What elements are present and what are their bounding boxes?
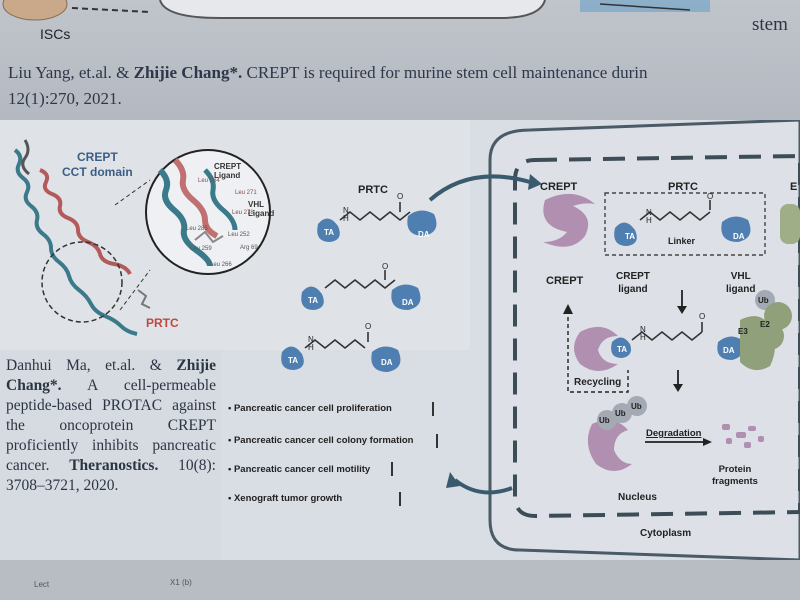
e2-label: E2: [760, 320, 770, 329]
ub-label-complex: Ub: [758, 296, 769, 305]
n-1: N: [343, 206, 349, 215]
previous-slide-band: [0, 0, 800, 120]
prtc-red-label: PRTC: [146, 316, 179, 330]
cite2-ref: 10(8): 3708–3721, 2020.: [6, 457, 216, 494]
degradation-label: Degradation: [646, 428, 702, 439]
figure-artwork: [13, 120, 800, 560]
cell-crept-top: CREPT: [540, 181, 578, 193]
prtc-title: PRTC: [358, 184, 388, 196]
residue-4: Leu 285: [186, 226, 208, 232]
prtc-molecule-3: [281, 332, 401, 372]
cell-o-top: O: [707, 192, 714, 201]
previous-figure-fragment: ISCs stem: [0, 0, 800, 50]
ub-label-3: Ub: [631, 402, 642, 411]
residue-6: Leu 259: [190, 246, 212, 252]
effect-item-text: Pancreatic cancer cell colony formation: [233, 435, 414, 446]
inset-vhl-ligand: VHL Ligand: [248, 200, 275, 218]
vhl-ligand-label: VHL ligand: [726, 271, 756, 295]
cell-crept-label: CREPT: [546, 275, 584, 287]
residue-7: Leu 266: [210, 262, 232, 268]
cct-helix: [13, 139, 151, 336]
previous-figure-art: [2, 0, 710, 21]
cell-n-top: N: [646, 208, 652, 217]
bottom-band: Lect X1 (b): [0, 560, 800, 600]
cell-h-mid: H: [640, 333, 646, 342]
isc-label: ISCs: [40, 26, 71, 42]
n-3: N: [308, 335, 314, 344]
cite2-journal: Theranostics.: [69, 457, 159, 474]
o-2: O: [382, 262, 389, 271]
cell-diagram: [428, 120, 800, 560]
cite2-title: A cell-permeable peptide-based PROTAC ag…: [6, 377, 216, 474]
prtc-molecule-2: [301, 270, 421, 310]
cite1-ref: 12(1):270, 2021.: [8, 89, 122, 108]
cell-prtc-label: PRTC: [668, 181, 698, 193]
inset-crept-ligand: CREPT Ligand: [214, 162, 242, 180]
nucleus-label: Nucleus: [618, 492, 657, 503]
recycling-label: Recycling: [574, 377, 622, 388]
cytoplasm-label: Cytoplasm: [640, 528, 692, 539]
e3-label: E3: [738, 327, 748, 336]
o-3: O: [365, 322, 372, 331]
effect-bars: [391, 402, 438, 506]
cell-da-top: DA: [733, 232, 745, 241]
effect-item: • Pancreatic cancer cell proliferation: [228, 403, 392, 414]
citation-top: Liu Yang, et.al. & Zhijie Chang*. CREPT …: [8, 60, 647, 112]
residue-5: Leu 252: [228, 232, 250, 238]
effect-item-text: Pancreatic cancer cell proliferation: [233, 403, 392, 414]
binding-inset: [145, 149, 271, 275]
ta-2: TA: [308, 296, 319, 305]
cite1-title: CREPT is required for murine stem cell m…: [242, 63, 648, 82]
effect-item-text: Xenograft tumor growth: [233, 493, 343, 504]
linker-label: Linker: [668, 236, 696, 246]
da-3: DA: [381, 358, 393, 367]
o-1: O: [397, 192, 404, 201]
prtc-molecule-1: [317, 202, 437, 242]
cite2-prefix: Danhui Ma, et.al. &: [6, 357, 177, 374]
da-2: DA: [402, 298, 414, 307]
ub-label-2: Ub: [615, 409, 626, 418]
cell-n-mid: N: [640, 325, 646, 334]
crept-ligand-label: CREPT ligand: [616, 271, 650, 295]
h-3: H: [308, 343, 314, 352]
cell-da-mid: DA: [723, 346, 735, 355]
cell-o-mid: O: [699, 312, 706, 321]
cell-h-top: H: [646, 216, 652, 225]
effect-item: • Pancreatic cancer cell motility: [228, 464, 371, 475]
cut-off-word: stem: [752, 14, 788, 35]
residue-1: Leu 264: [198, 178, 220, 184]
cite1-prefix: Liu Yang, et.al. &: [8, 63, 134, 82]
cite2-author: Zhijie Chang*.: [6, 357, 216, 394]
ub-label-1: Ub: [599, 416, 610, 425]
residue-8: Arg 69: [240, 245, 258, 251]
residue-3: Leu 278: [232, 210, 254, 216]
h-1: H: [343, 214, 349, 223]
citation-bottom: Danhui Ma, et.al. & Zhijie Chang*. A cel…: [6, 356, 216, 496]
citation-panel: [0, 350, 222, 560]
cell-e3-cut: E: [790, 181, 798, 193]
effect-item: • Xenograft tumor growth: [228, 493, 343, 504]
cite1-author: Zhijie Chang*.: [133, 63, 243, 82]
footer-mid: X1 (b): [170, 578, 192, 587]
footer-left: Lect: [34, 580, 50, 589]
prtc-molecule-small: [137, 289, 151, 309]
cell-ta-top: TA: [625, 232, 636, 241]
cell-ta-mid: TA: [617, 345, 628, 354]
protein-fragments-label: Protein fragments: [712, 464, 758, 487]
effect-item: • Pancreatic cancer cell colony formatio…: [228, 435, 414, 446]
crept-cct-label: CREPT CCT domain: [62, 150, 133, 179]
effect-item-text: Pancreatic cancer cell motility: [233, 464, 371, 475]
residue-2: Leu 271: [235, 190, 257, 196]
da-1: DA: [418, 230, 430, 239]
ta-1: TA: [324, 228, 335, 237]
ta-3: TA: [288, 356, 299, 365]
